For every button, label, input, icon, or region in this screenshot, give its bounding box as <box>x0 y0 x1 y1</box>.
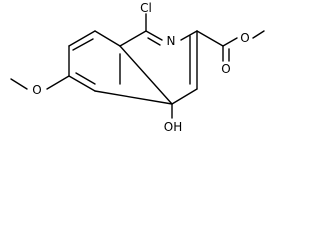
bond-c1-n <box>145 30 163 41</box>
bond-cester-o-single <box>222 37 238 47</box>
bond-c6-c5-double <box>75 72 96 85</box>
atom-oh-label: OH <box>164 120 182 134</box>
bond-o-methyl <box>252 30 265 39</box>
bond-c5-c4a <box>94 90 173 105</box>
bond-c6-c5 <box>68 75 96 92</box>
bond-c3-cester <box>196 30 224 47</box>
atom-o-methoxy-label: O <box>32 83 41 97</box>
atom-o-ester-single-label: O <box>240 31 249 45</box>
bond-c8-c7-double <box>72 38 94 51</box>
bond-c8-c7 <box>68 30 96 47</box>
bond-c8a-c8 <box>94 30 121 47</box>
bond-c7-o-methoxy <box>46 75 70 90</box>
bond-c4a-c8a <box>119 45 173 105</box>
atom-cl-label: Cl <box>140 1 152 15</box>
bond-o-methyl-methoxy <box>10 78 28 90</box>
structure-diagram: Cl N O O OH O <box>10 1 265 134</box>
bond-c4-c4a <box>171 88 198 105</box>
bond-n-c3 <box>180 30 198 41</box>
bond-c8a-c1 <box>119 30 147 47</box>
atom-n-label: N <box>167 34 176 48</box>
atom-o-ester-double-label: O <box>221 62 230 76</box>
bond-c1-n-double <box>147 37 161 46</box>
